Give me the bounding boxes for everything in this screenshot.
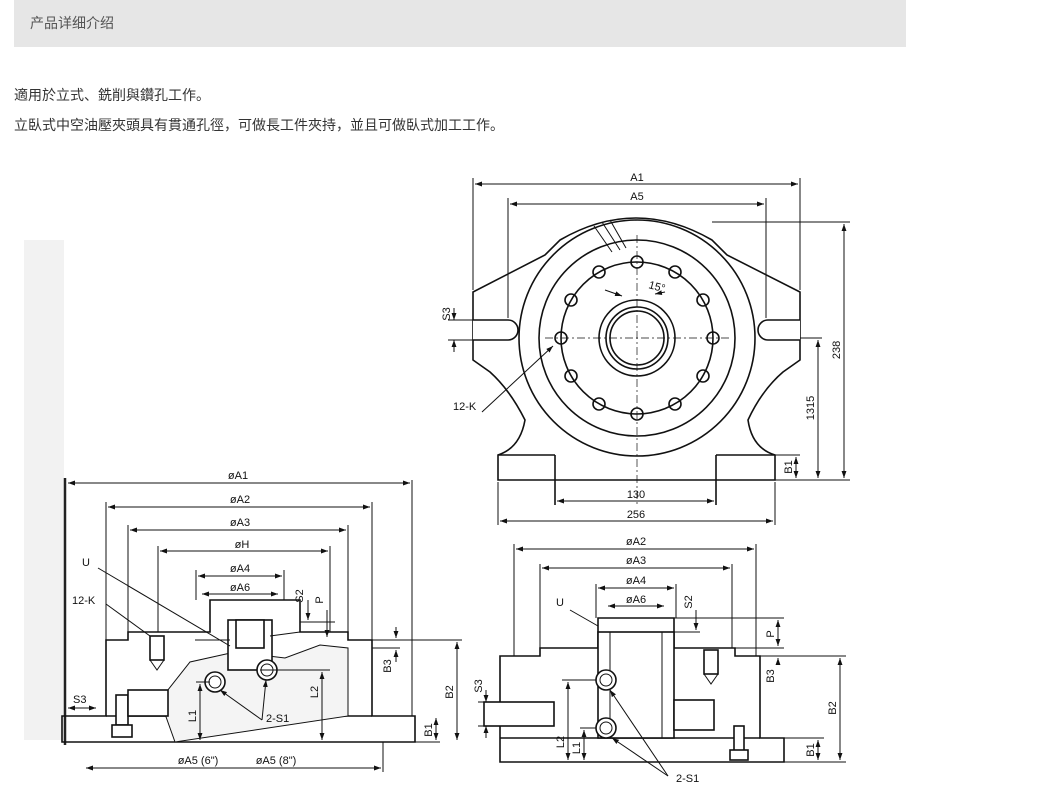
- section-title: 产品详细介绍: [30, 15, 114, 31]
- dim-l1-right: L1: [571, 742, 583, 754]
- dim-b1-top: B1: [783, 460, 795, 473]
- dim-256: 256: [627, 509, 645, 521]
- dim-p-left: P: [314, 596, 326, 603]
- label-2s1-left: 2-S1: [266, 713, 289, 725]
- dim-oh: øH: [235, 539, 250, 551]
- dim-oa5-6: øA5 (6"): [178, 755, 219, 767]
- dim-b3-left: B3: [382, 659, 394, 672]
- dim-b2-right: B2: [827, 701, 839, 714]
- dim-oa6: øA6: [230, 582, 250, 594]
- label-2s1-right: 2-S1: [676, 773, 699, 785]
- dim-130: 130: [627, 489, 645, 501]
- dim-oa1: øA1: [228, 470, 248, 482]
- dim-s2-right: S2: [683, 595, 695, 608]
- dim-oa3: øA3: [230, 517, 250, 529]
- dim-s2-left: S2: [294, 589, 306, 602]
- dim-angle: 15°: [647, 279, 666, 295]
- label-12k-left: 12-K: [72, 595, 96, 607]
- left-side-view-drawing: øA1 øA2 øA3 øH øA4 øA6 U 12-K S2 P: [24, 240, 462, 772]
- dim-b2-left: B2: [444, 685, 456, 698]
- dim-s3-right: S3: [473, 679, 485, 692]
- label-u-left: U: [82, 557, 90, 569]
- dim-s3-top: S3: [441, 307, 453, 320]
- dim-oa2-right: øA2: [626, 536, 646, 548]
- section-header: 产品详细介绍: [14, 0, 906, 47]
- description-line-2: 立臥式中空油壓夾頭具有貫通孔徑，可做長工件夾持，並且可做臥式加工工作。: [14, 117, 504, 133]
- dim-a5: A5: [630, 191, 643, 203]
- dim-l2-right: L2: [555, 736, 567, 748]
- dim-b3-right: B3: [765, 669, 777, 682]
- top-view-drawing: A1 A5 S3 15° 12-K 238 1315 B1 130: [441, 172, 850, 525]
- dim-oa3-right: øA3: [626, 555, 646, 567]
- dim-oa2: øA2: [230, 494, 250, 506]
- dim-oa5-8: øA5 (8"): [256, 755, 297, 767]
- bolt-hole-pattern: [554, 255, 720, 421]
- description-line-1: 適用於立式、銑削與鑽孔工作。: [14, 87, 210, 103]
- dim-oa6-right: øA6: [626, 594, 646, 606]
- dim-l2-left: L2: [309, 686, 321, 698]
- dim-oa4-right: øA4: [626, 575, 646, 587]
- dim-p-right: P: [765, 630, 777, 637]
- dim-b1-right: B1: [805, 743, 817, 756]
- right-side-view-drawing: øA2 øA3 øA4 øA6 U S2 P B3 B2 B1: [473, 536, 846, 785]
- dim-238: 238: [831, 341, 843, 359]
- dim-a1: A1: [630, 172, 643, 184]
- dim-1315: 1315: [805, 396, 817, 420]
- dim-l1-left: L1: [187, 710, 199, 722]
- label-12k-top: 12-K: [453, 401, 477, 413]
- label-u-right: U: [556, 597, 564, 609]
- dim-b1-left: B1: [423, 723, 435, 736]
- dim-s3-left: S3: [73, 694, 86, 706]
- dim-oa4: øA4: [230, 563, 250, 575]
